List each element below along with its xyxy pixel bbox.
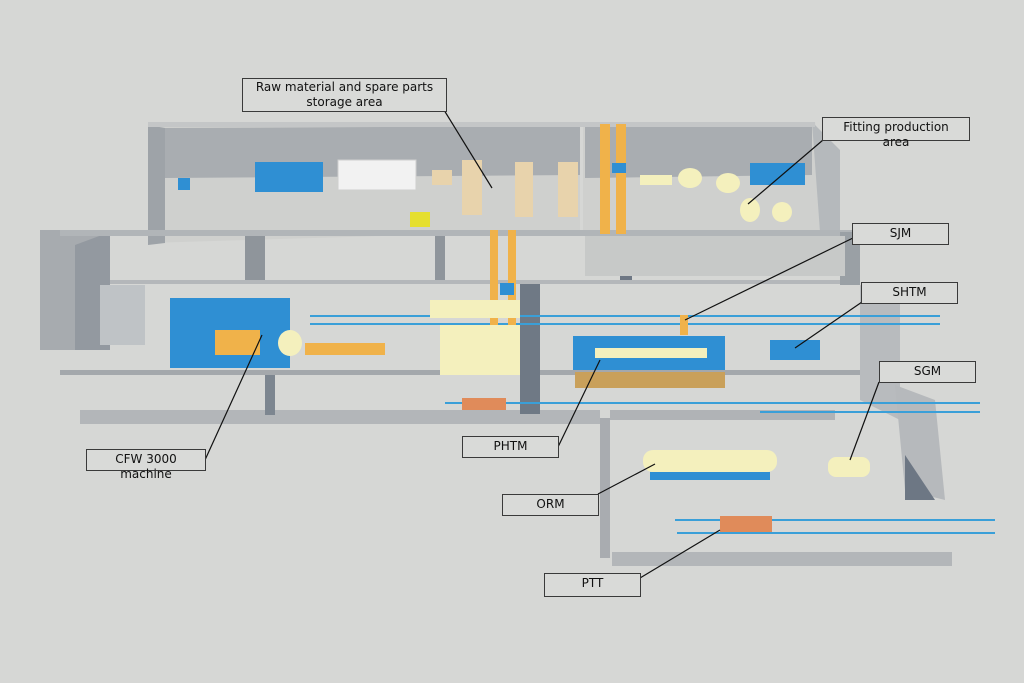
ptt-graphic bbox=[720, 516, 772, 532]
callout-phtm: PHTM bbox=[462, 436, 559, 458]
callout-orm: ORM bbox=[502, 494, 599, 516]
fitting-items bbox=[600, 124, 805, 234]
callout-sjm: SJM bbox=[852, 223, 949, 245]
orm-graphic bbox=[643, 450, 777, 480]
callout-storage-line2: storage area bbox=[306, 95, 383, 109]
callout-ptt: PTT bbox=[544, 573, 641, 597]
callout-storage-area: Raw material and spare parts storage are… bbox=[242, 78, 447, 112]
overhead-crane bbox=[430, 230, 520, 375]
callout-cfw-machine: CFW 3000 machine bbox=[86, 449, 206, 481]
fitting-hall bbox=[580, 122, 840, 232]
transfer-cart bbox=[462, 398, 506, 410]
shtm-graphic bbox=[770, 340, 820, 360]
callout-storage-line1: Raw material and spare parts bbox=[255, 80, 434, 94]
callout-sgm: SGM bbox=[879, 361, 976, 383]
leader-lines bbox=[204, 109, 880, 579]
sgm-graphic bbox=[828, 457, 870, 477]
main-hall bbox=[40, 230, 952, 566]
callout-fitting-production: Fitting production area bbox=[822, 117, 970, 149]
phtm-graphic bbox=[573, 315, 725, 388]
cfw-machine-graphic bbox=[100, 285, 385, 368]
callout-shtm: SHTM bbox=[861, 282, 958, 304]
storage-items bbox=[178, 159, 578, 227]
